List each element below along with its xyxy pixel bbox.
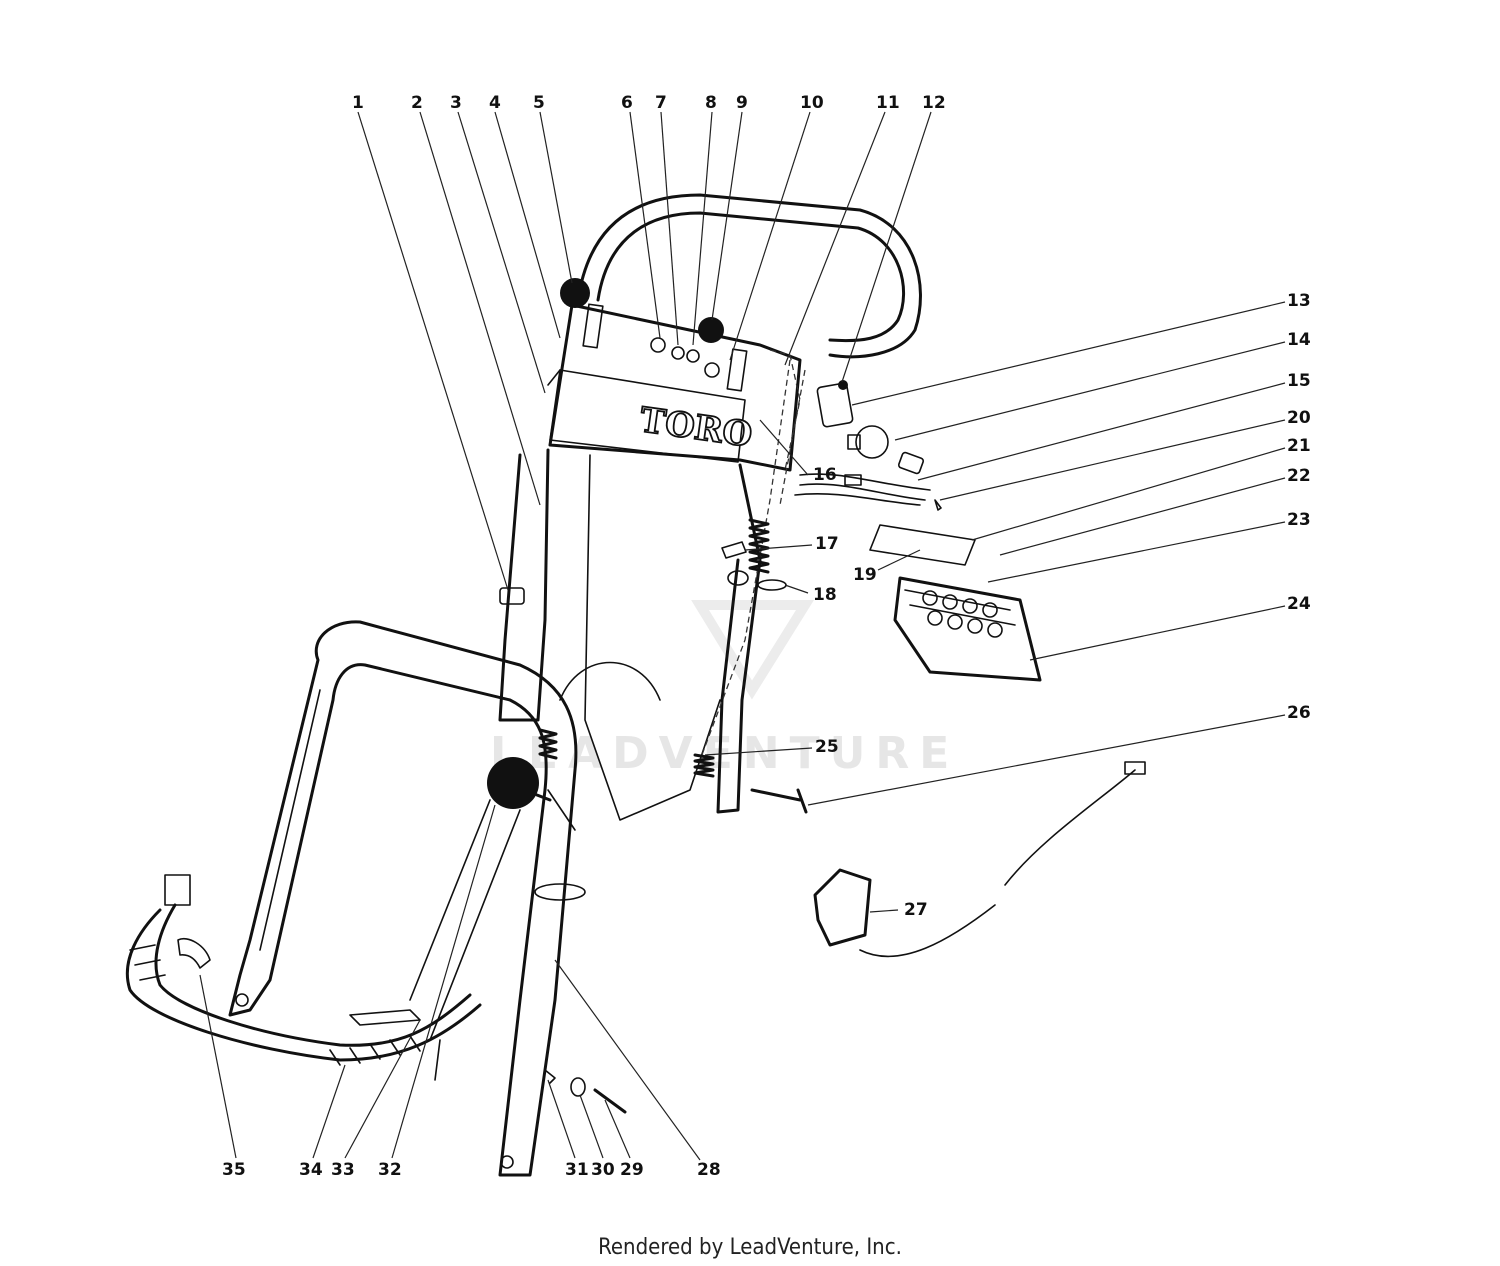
callout-18: 18 [813,585,837,605]
callout-7: 7 [655,93,667,113]
callout-34: 34 [299,1160,323,1180]
callout-17: 17 [815,534,839,554]
callout-31: 31 [565,1160,589,1180]
callout-21: 21 [1287,436,1311,456]
watermark: LEADVENTURE [490,600,949,779]
callout-20: 20 [1287,408,1311,428]
adjust-knob [487,757,539,809]
callout-16: 16 [813,465,837,485]
callout-labels: 1 2 3 4 5 6 7 8 9 10 11 12 13 14 15 16 1… [222,93,1311,1180]
callout-3: 3 [450,93,462,113]
choke-knob [698,317,724,343]
callout-14: 14 [1287,330,1311,350]
callout-13: 13 [1287,291,1311,311]
control-panel: TORO [547,278,802,472]
part-1-block [499,587,525,605]
callout-33: 33 [331,1160,355,1180]
callout-9: 9 [736,93,748,113]
callout-25: 25 [815,737,839,757]
callout-26: 26 [1287,703,1311,723]
callout-12: 12 [922,93,946,113]
callout-27: 27 [904,900,928,920]
callout-29: 29 [620,1160,644,1180]
throttle-knob [560,278,590,308]
leader-lines [199,111,1286,1161]
callout-6: 6 [621,93,633,113]
callout-5: 5 [533,93,545,113]
callout-4: 4 [489,93,501,113]
handle-assembly-drawing: TORO [125,193,1146,1177]
callout-35: 35 [222,1160,246,1180]
callout-15: 15 [1287,371,1311,391]
callout-2: 2 [411,93,423,113]
callout-10: 10 [800,93,824,113]
callout-24: 24 [1287,594,1311,614]
callout-32: 32 [378,1160,402,1180]
callout-23: 23 [1287,510,1311,530]
callout-11: 11 [876,93,900,113]
toro-logo: TORO [637,400,754,455]
callout-8: 8 [705,93,717,113]
callout-22: 22 [1287,466,1311,486]
callout-30: 30 [591,1160,615,1180]
footer-credit: Rendered by LeadVenture, Inc. [598,1235,902,1260]
callout-28: 28 [697,1160,721,1180]
callout-19: 19 [853,565,877,585]
callout-1: 1 [352,93,364,113]
